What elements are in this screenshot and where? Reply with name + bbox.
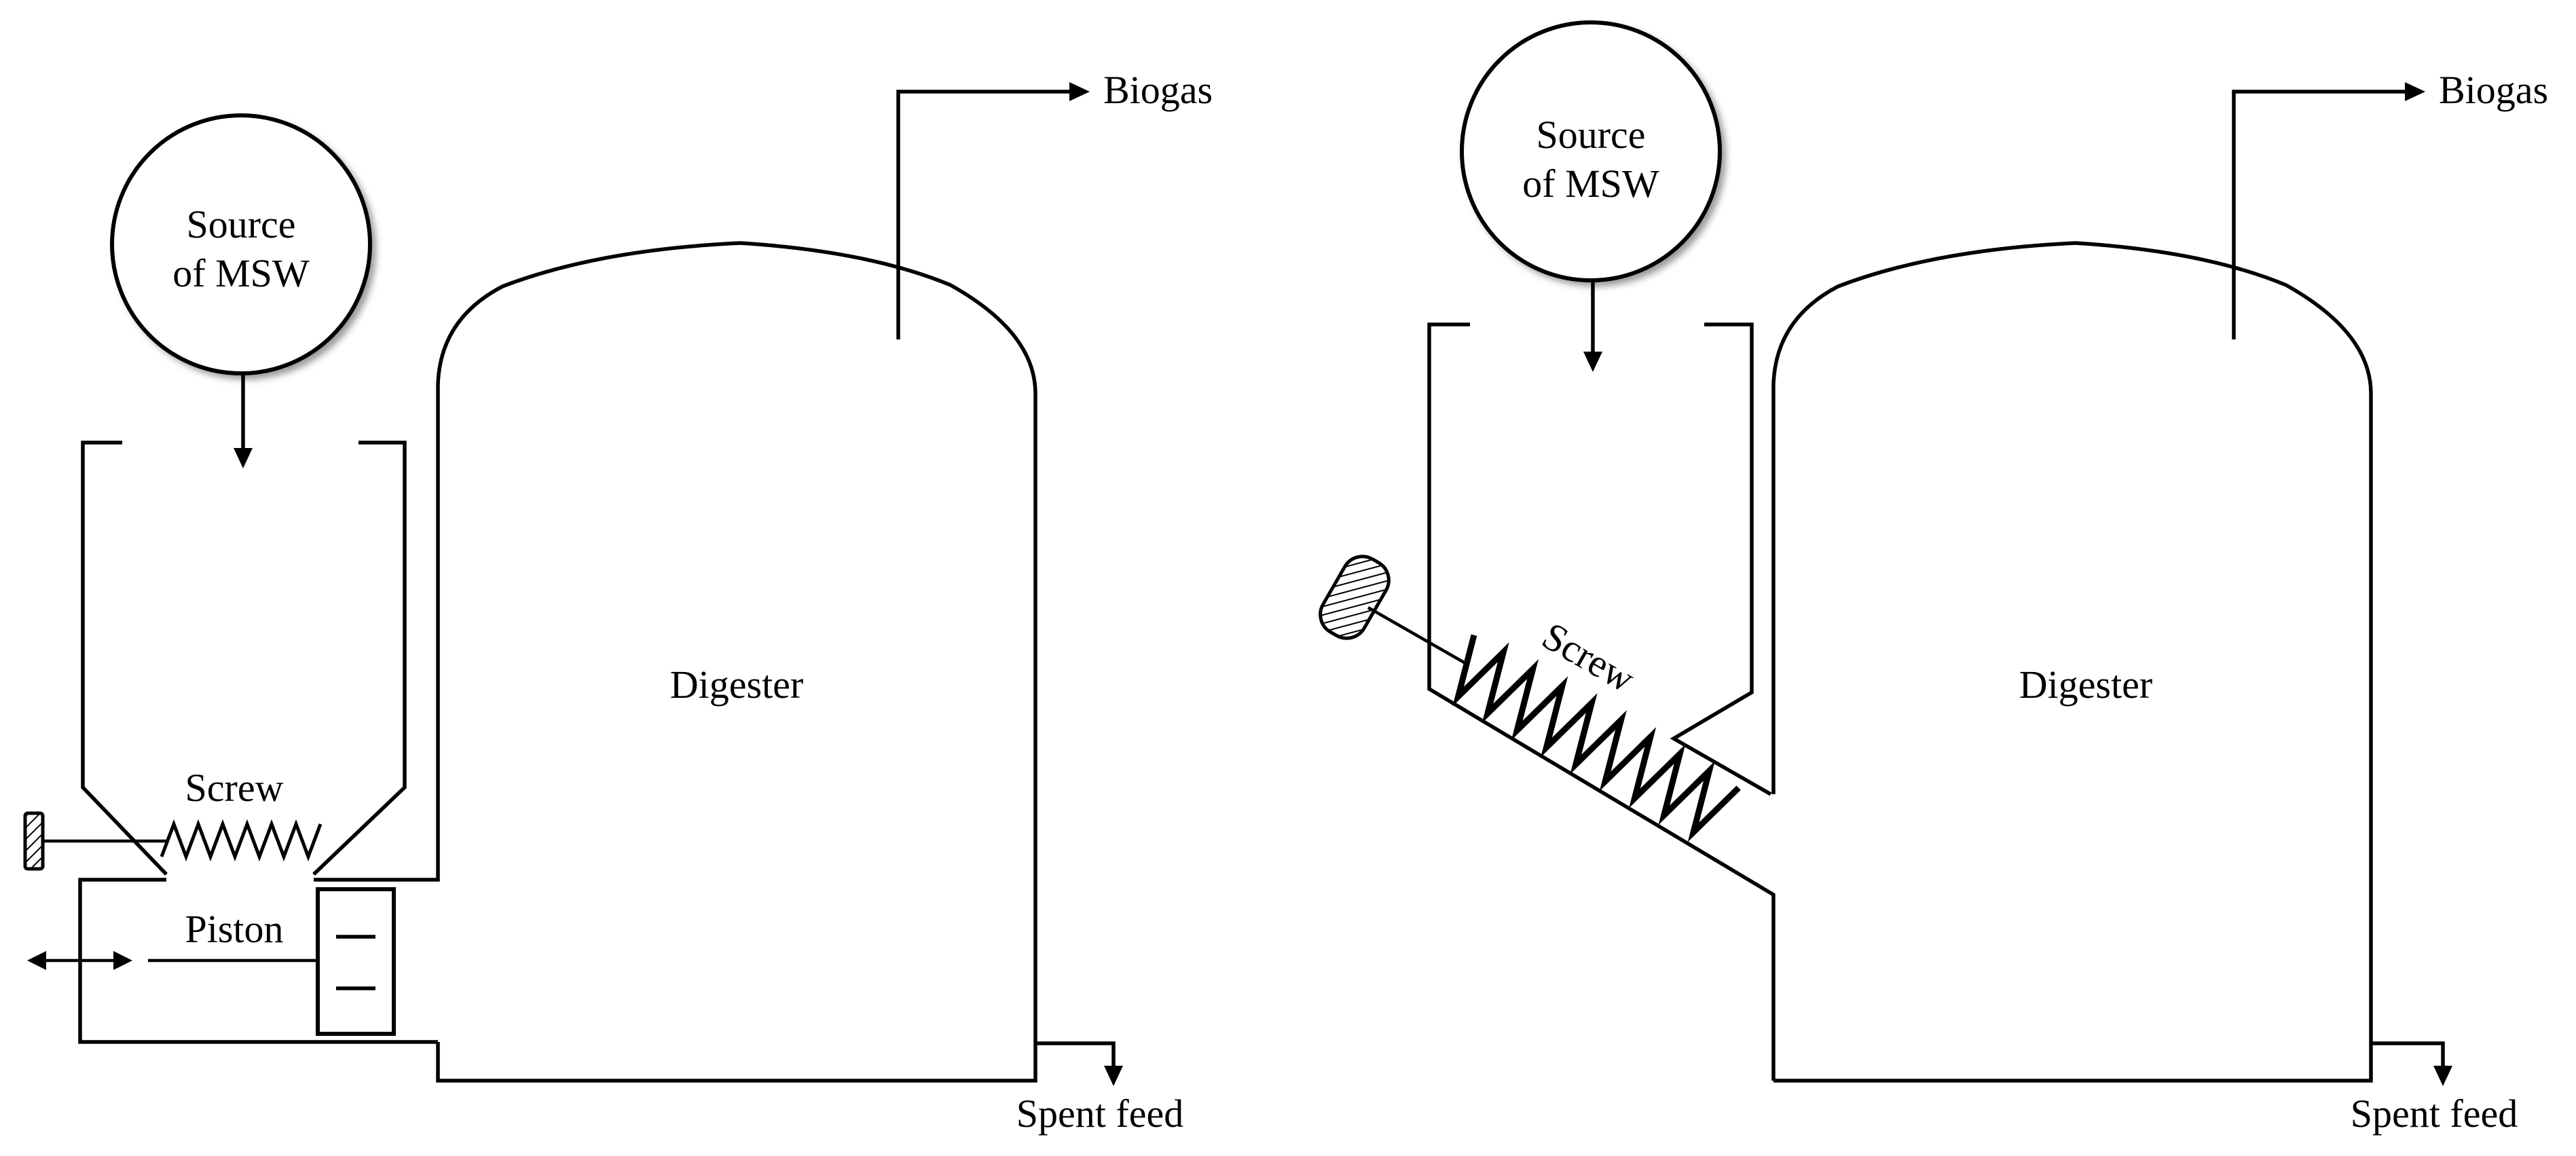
- left-source-label-line1: Source: [186, 202, 295, 246]
- left-piston-label: Piston: [185, 907, 283, 951]
- right-source-label-line1: Source: [1536, 113, 1645, 157]
- right-biogas-arrow-icon: [2405, 82, 2425, 101]
- left-spent-feed-label: Spent feed: [1016, 1092, 1183, 1136]
- left-biogas-outlet: Biogas: [896, 68, 1213, 339]
- right-biogas-outlet: Biogas: [2232, 68, 2548, 339]
- left-hopper: [81, 441, 407, 876]
- left-biogas-arrow-icon: [1069, 82, 1090, 101]
- right-spent-feed-arrow-icon: [2433, 1066, 2452, 1086]
- right-hopper: [1427, 322, 1775, 1081]
- right-arrow-icon: [113, 951, 132, 970]
- left-spent-feed-outlet: Spent feed: [1016, 1041, 1183, 1136]
- right-source-circle: Source of MSW: [1460, 20, 1726, 286]
- right-feed-arrow: [1583, 282, 1602, 372]
- right-panel: Source of MSW Screw: [1319, 20, 2548, 1136]
- left-digester-label: Digester: [670, 663, 804, 707]
- right-spent-feed-label: Spent feed: [2351, 1092, 2518, 1136]
- left-piston-chamber: Piston: [27, 385, 440, 1044]
- right-spent-feed-outlet: Spent feed: [2351, 1041, 2518, 1136]
- left-screw: Screw: [23, 766, 323, 871]
- right-screw-label: Screw: [1535, 614, 1642, 701]
- left-source-label-line2: of MSW: [172, 251, 310, 295]
- right-screw: Screw: [1319, 555, 1741, 842]
- right-source-label-line2: of MSW: [1522, 162, 1659, 206]
- right-biogas-label: Biogas: [2439, 68, 2548, 112]
- left-source-circle: Source of MSW: [110, 113, 376, 379]
- left-arrow-icon: [27, 951, 46, 970]
- right-digester-label: Digester: [2019, 663, 2153, 707]
- left-screw-label: Screw: [185, 766, 284, 810]
- left-biogas-label: Biogas: [1103, 68, 1213, 112]
- left-feed-arrow: [234, 375, 253, 468]
- left-panel: Source of MSW Screw: [23, 68, 1213, 1136]
- left-spent-feed-arrow-icon: [1104, 1066, 1123, 1086]
- left-screw-handle-icon: [23, 811, 45, 871]
- left-digester: Digester: [436, 241, 1037, 1083]
- right-screw-handle-icon: [1319, 555, 1391, 640]
- right-digester: Digester: [1771, 241, 2373, 1083]
- left-piston-block: [316, 887, 396, 1036]
